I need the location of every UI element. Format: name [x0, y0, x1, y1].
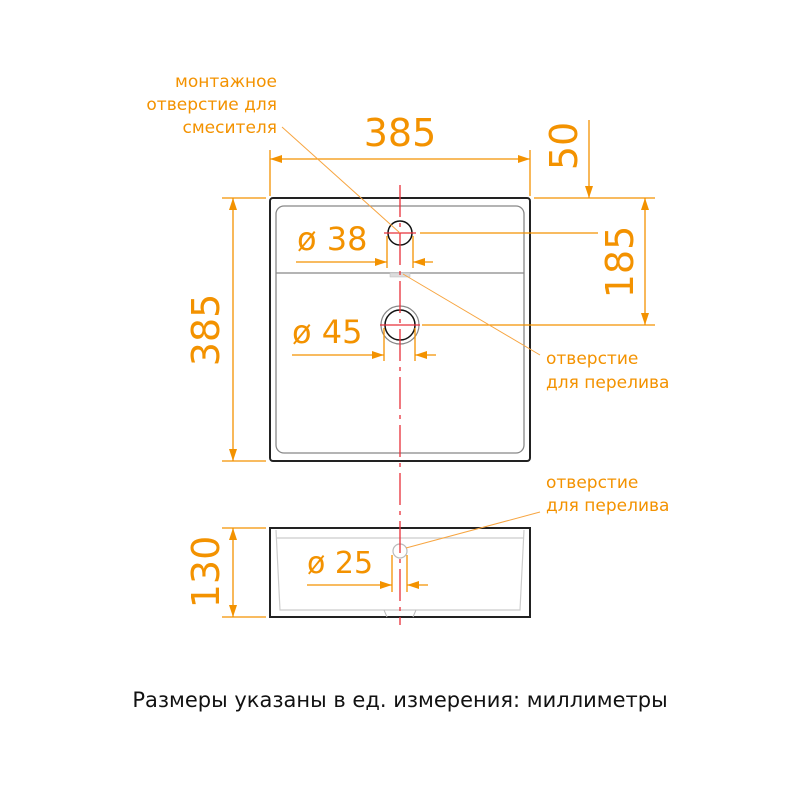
overflow-label-line1: отверстие	[546, 349, 638, 369]
dimension-lines	[222, 120, 655, 618]
height-dimension: 130	[184, 536, 228, 609]
overflow-diameter: ø 25	[307, 546, 373, 581]
offset-dimension: 50	[542, 122, 586, 170]
side-overflow-label-line2: для перелива	[546, 496, 669, 516]
units-caption: Размеры указаны в ед. измерения: миллиме…	[132, 688, 668, 712]
centerline	[380, 185, 420, 625]
faucet-label-line1: монтажное	[175, 72, 277, 92]
faucet-label-line3: смесителя	[183, 118, 277, 138]
width-dimension: 385	[364, 111, 437, 155]
faucet-hole-diameter: ø 38	[297, 220, 367, 258]
hole-distance-dimension: 185	[598, 226, 642, 299]
faucet-label-line2: отверстие для	[146, 95, 277, 115]
drain-diameter: ø 45	[292, 313, 362, 351]
overflow-label-line2: для перелива	[546, 373, 669, 393]
depth-dimension: 385	[184, 294, 228, 367]
side-overflow-label-line1: отверстие	[546, 473, 638, 493]
